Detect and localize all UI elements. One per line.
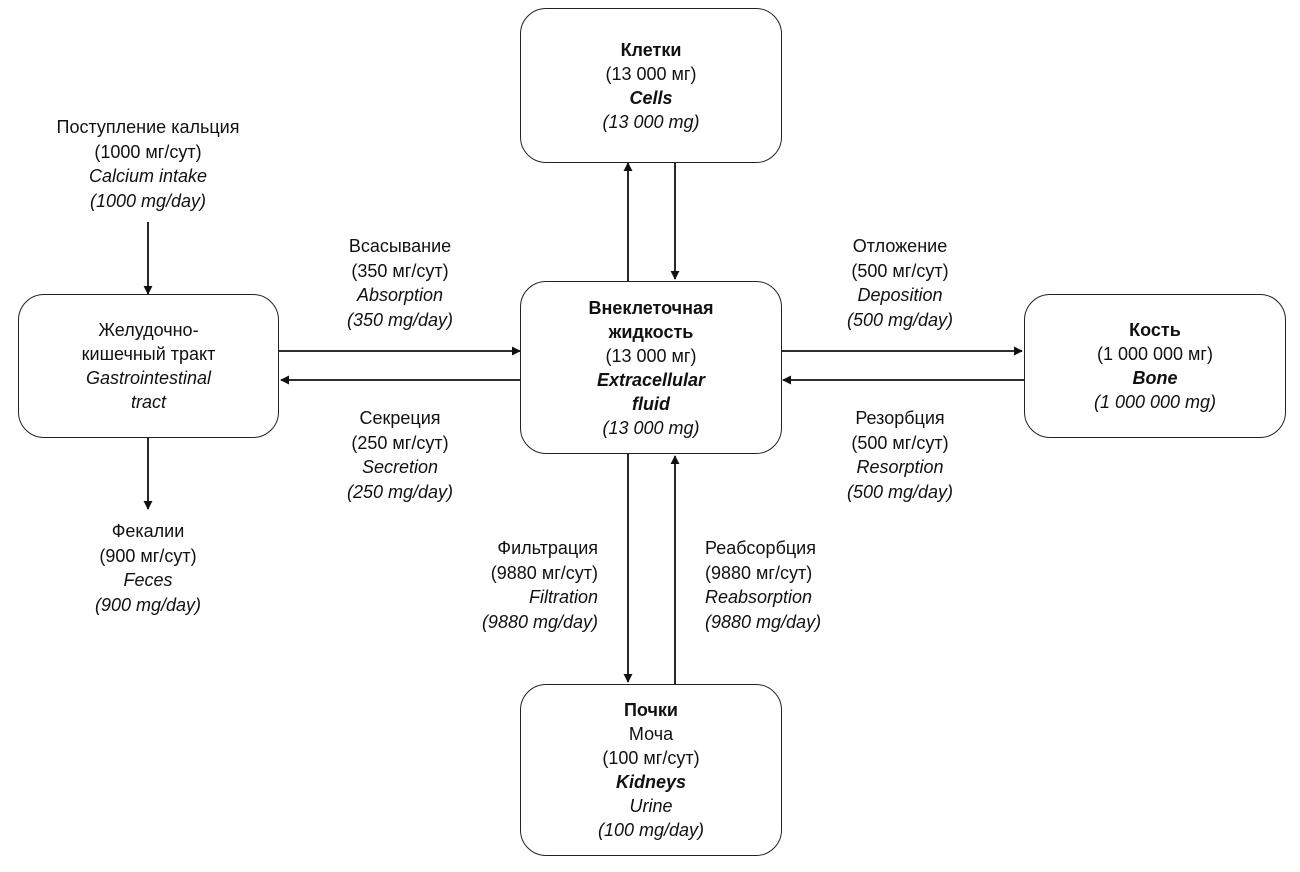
ecf-name-en-2: fluid <box>632 393 670 414</box>
secretion-ru: Секреция <box>359 408 441 428</box>
intake-ru: Поступление кальция <box>56 117 240 137</box>
ecf-amount-en: (13 000 mg) <box>602 417 700 438</box>
filtration-ru: Фильтрация <box>497 538 598 558</box>
reabsorption-amount-ru: (9880 мг/сут) <box>705 562 813 583</box>
bone-amount-ru: (1 000 000 мг) <box>1096 344 1213 364</box>
kidneys-name-en: Kidneys <box>615 772 687 792</box>
node-gi-tract: Желудочно- кишечный тракт Gastrointestin… <box>18 294 279 438</box>
kidneys-name-ru: Почки <box>623 700 678 720</box>
cells-amount-ru: (13 000 мг) <box>605 63 697 84</box>
secretion-amount-ru: (250 мг/сут) <box>351 432 449 453</box>
label-filtration: Фильтрация (9880 мг/сут) Filtration (988… <box>398 536 598 634</box>
absorption-ru: Всасывание <box>348 236 452 256</box>
gi-name-ru-2: кишечный тракт <box>81 344 216 364</box>
label-calcium-intake: Поступление кальция (1000 мг/сут) Calciu… <box>18 115 278 213</box>
cells-amount-en: (13 000 mg) <box>602 111 700 132</box>
ecf-name-ru-1: Внеклеточная <box>588 297 714 318</box>
gi-name-en-1: Gastrointestinal <box>85 368 212 388</box>
resorption-ru: Резорбция <box>855 408 945 428</box>
resorption-en: Resorption <box>856 457 944 477</box>
intake-en: Calcium intake <box>88 166 208 186</box>
secretion-en: Secretion <box>361 457 439 477</box>
feces-amount-en: (900 mg/day) <box>94 594 202 615</box>
feces-amount-ru: (900 мг/сут) <box>99 545 197 566</box>
gi-name-ru-1: Желудочно- <box>98 320 199 340</box>
ecf-name-en-1: Extracellular <box>596 369 706 390</box>
label-deposition: Отложение (500 мг/сут) Deposition (500 m… <box>800 234 1000 332</box>
absorption-amount-en: (350 mg/day) <box>346 309 454 330</box>
deposition-en: Deposition <box>857 285 943 305</box>
intake-amount-ru: (1000 мг/сут) <box>94 141 202 162</box>
resorption-amount-en: (500 mg/day) <box>846 481 954 502</box>
bone-name-ru: Кость <box>1129 320 1181 340</box>
secretion-amount-en: (250 mg/day) <box>346 481 454 502</box>
reabsorption-amount-en: (9880 mg/day) <box>705 611 822 632</box>
node-cells: Клетки (13 000 мг) Cells (13 000 mg) <box>520 8 782 163</box>
label-absorption: Всасывание (350 мг/сут) Absorption (350 … <box>300 234 500 332</box>
cells-name-en: Cells <box>629 87 673 108</box>
label-resorption: Резорбция (500 мг/сут) Resorption (500 m… <box>800 406 1000 504</box>
gi-name-en-2: tract <box>130 392 166 412</box>
node-extracellular-fluid: Внеклеточная жидкость (13 000 мг) Extrac… <box>520 281 782 454</box>
feces-ru: Фекалии <box>111 521 185 541</box>
resorption-amount-ru: (500 мг/сут) <box>851 432 949 453</box>
node-kidneys: Почки Моча (100 мг/сут) Kidneys Urine (1… <box>520 684 782 856</box>
deposition-amount-en: (500 mg/day) <box>846 309 954 330</box>
feces-en: Feces <box>123 570 173 590</box>
label-secretion: Секреция (250 мг/сут) Secretion (250 mg/… <box>300 406 500 504</box>
filtration-amount-en: (9880 mg/day) <box>481 611 598 632</box>
deposition-amount-ru: (500 мг/сут) <box>851 260 949 281</box>
ecf-name-ru-2: жидкость <box>608 321 694 342</box>
kidneys-urine-ru: Моча <box>628 724 674 744</box>
kidneys-amount-en: (100 mg/day) <box>597 820 705 840</box>
deposition-ru: Отложение <box>852 236 948 256</box>
intake-amount-en: (1000 mg/day) <box>89 190 207 211</box>
absorption-en: Absorption <box>356 285 444 305</box>
bone-name-en: Bone <box>1132 368 1178 388</box>
absorption-amount-ru: (350 мг/сут) <box>351 260 449 281</box>
ecf-amount-ru: (13 000 мг) <box>605 345 697 366</box>
reabsorption-en: Reabsorption <box>705 587 813 607</box>
filtration-amount-ru: (9880 мг/сут) <box>490 562 598 583</box>
kidneys-urine-en: Urine <box>629 796 673 816</box>
cells-name-ru: Клетки <box>620 39 682 60</box>
label-feces: Фекалии (900 мг/сут) Feces (900 mg/day) <box>48 519 248 617</box>
kidneys-amount-ru: (100 мг/сут) <box>602 748 700 768</box>
bone-amount-en: (1 000 000 mg) <box>1093 392 1217 412</box>
label-reabsorption: Реабсорбция (9880 мг/сут) Reabsorption (… <box>705 536 905 634</box>
node-bone: Кость (1 000 000 мг) Bone (1 000 000 mg) <box>1024 294 1286 438</box>
reabsorption-ru: Реабсорбция <box>705 538 816 558</box>
filtration-en: Filtration <box>528 587 598 607</box>
